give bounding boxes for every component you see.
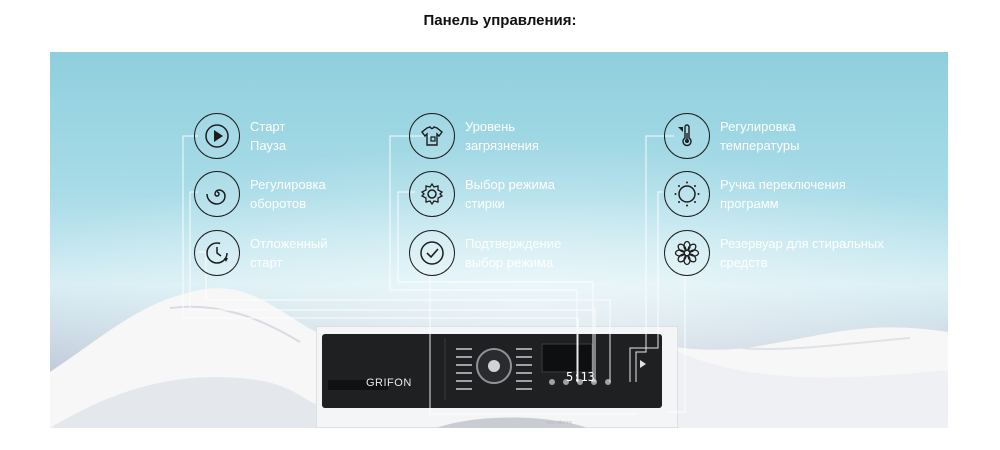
thermometer-icon (664, 113, 710, 159)
shirt-icon (409, 113, 455, 159)
connector-lines (182, 135, 686, 415)
spiral-icon (194, 171, 240, 217)
dial-icon (664, 171, 710, 217)
brand-logo: GRIFON (366, 377, 412, 389)
display-readout: 5:13 (566, 370, 595, 384)
clock-icon (194, 230, 240, 276)
play-icon (194, 113, 240, 159)
gear-icon (409, 171, 455, 217)
flower-icon (664, 230, 710, 276)
page-title: Панель управления: (423, 12, 577, 29)
check-icon (409, 230, 455, 276)
eco-label: eco silence (547, 420, 573, 426)
